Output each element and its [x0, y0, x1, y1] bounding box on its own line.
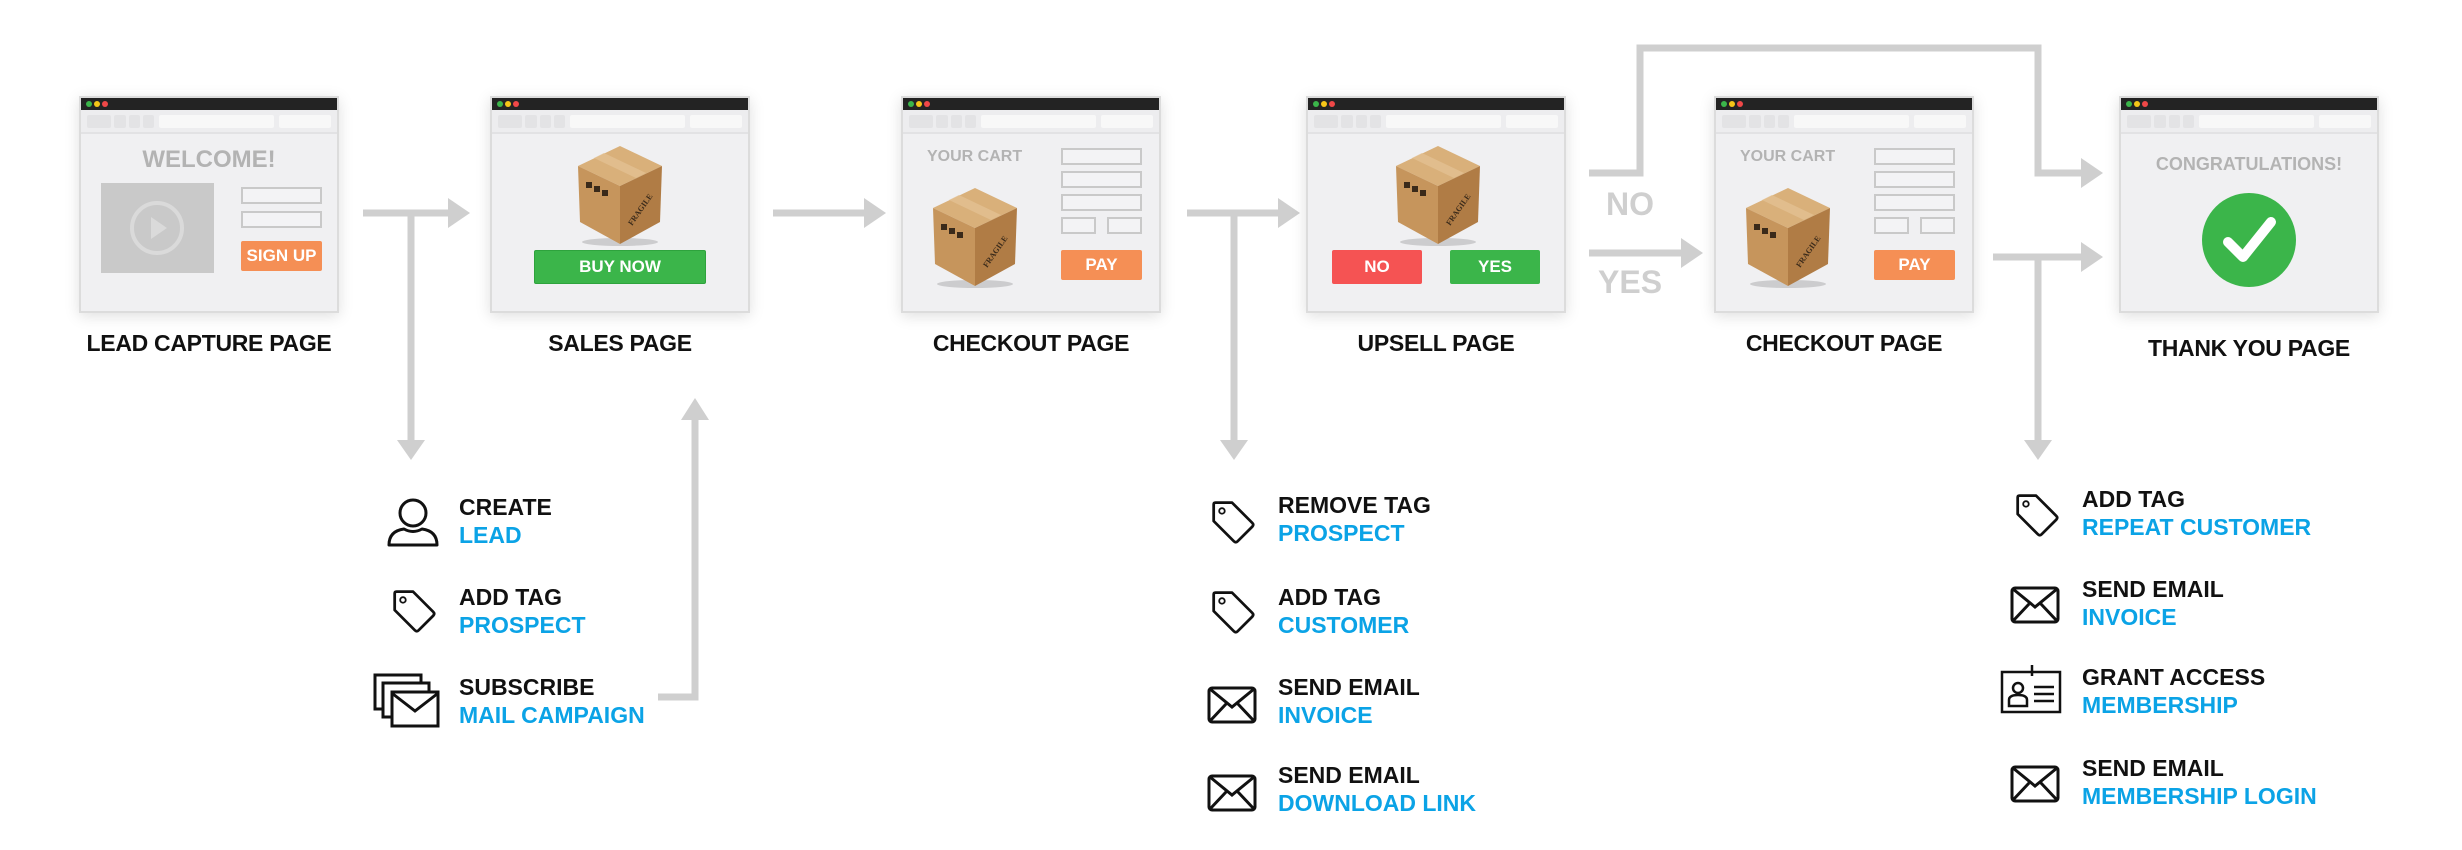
branch-label-yes: YES [1598, 264, 1663, 300]
lead-capture-page-window: WELCOME! SIGN UP [79, 96, 339, 313]
cart-field[interactable] [1874, 148, 1955, 165]
arrowhead-down [2024, 440, 2052, 460]
arrowhead-right [448, 198, 470, 228]
arrowhead-right [2081, 242, 2103, 272]
tag-icon [2014, 492, 2060, 538]
welcome-heading: WELCOME! [142, 146, 276, 173]
arrowhead-right [1278, 198, 1300, 228]
tag-icon [1210, 589, 1256, 635]
id-card-icon [2000, 665, 2062, 714]
arrowhead-right [864, 198, 886, 228]
pay-button[interactable]: PAY [1061, 250, 1142, 280]
upsell-page-window: FRAGILE NO YES [1306, 96, 1566, 313]
arrowhead-right [2081, 158, 2103, 188]
tag-icon [1210, 499, 1256, 545]
envelope-icon [2010, 764, 2060, 804]
envelope-icon [1207, 685, 1257, 725]
sign-up-button[interactable]: SIGN UP [241, 241, 322, 271]
pay-button[interactable]: PAY [1874, 250, 1955, 280]
connector-actions-to-sales [658, 418, 699, 701]
cart-field[interactable] [1874, 171, 1955, 188]
no-button[interactable]: NO [1332, 250, 1422, 284]
your-cart-heading: YOUR CART [1740, 148, 1836, 165]
checkout-page-label: CHECKOUT PAGE [932, 330, 1130, 356]
cart-field[interactable] [1061, 194, 1142, 211]
sales-page-window: FRAGILE BUY NOW [490, 96, 750, 313]
cart-field[interactable] [1061, 171, 1142, 188]
name-input[interactable] [241, 187, 322, 204]
branch-label-no: NO [1606, 186, 1654, 222]
user-icon [387, 498, 439, 547]
arrowhead-right [1681, 238, 1703, 268]
connector-upsell-no [1589, 44, 2085, 177]
yes-button[interactable]: YES [1450, 250, 1540, 284]
email-input[interactable] [241, 211, 322, 228]
product-box-image: FRAGILE [925, 180, 1025, 290]
product-box-image: FRAGILE [1388, 138, 1488, 248]
sales-page-label: SALES PAGE [548, 330, 692, 356]
cart-field[interactable] [1107, 217, 1142, 234]
envelope-icon [2010, 585, 2060, 625]
arrowhead-down [397, 440, 425, 460]
arrowhead-down [1220, 440, 1248, 460]
cart-field[interactable] [1874, 217, 1909, 234]
cart-field[interactable] [1874, 194, 1955, 211]
checkout-page-2-label: CHECKOUT PAGE [1745, 330, 1943, 356]
lead-capture-page-label: LEAD CAPTURE PAGE [86, 330, 332, 356]
thank-you-page-window: CONGRATULATIONS! [2119, 96, 2379, 313]
checkout-page-2-window: YOUR CART FRAGILE PAY [1714, 96, 1974, 313]
buy-now-button[interactable]: BUY NOW [534, 250, 706, 284]
cart-field[interactable] [1920, 217, 1955, 234]
arrowhead-up [681, 398, 709, 420]
cart-field[interactable] [1061, 217, 1096, 234]
play-icon [130, 201, 184, 255]
envelope-icon [1207, 773, 1257, 813]
cart-field[interactable] [1061, 148, 1142, 165]
product-box-image: FRAGILE [1738, 180, 1838, 290]
checkout-page-window: YOUR CART FRAGILE PAY [901, 96, 1161, 313]
video-placeholder[interactable] [101, 183, 214, 273]
checkmark-icon [2202, 193, 2296, 287]
congratulations-heading: CONGRATULATIONS! [2155, 154, 2343, 174]
your-cart-heading: YOUR CART [927, 148, 1023, 165]
thank-you-page-label: THANK YOU PAGE [2148, 335, 2350, 361]
tag-icon [391, 588, 437, 634]
product-box-image: FRAGILE [570, 138, 670, 248]
mail-stack-icon [373, 673, 440, 728]
upsell-page-label: UPSELL PAGE [1357, 330, 1515, 356]
